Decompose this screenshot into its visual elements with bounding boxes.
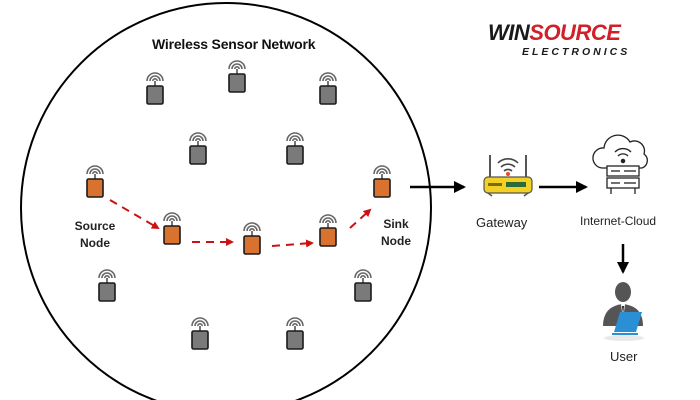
- wifi-signal-icon: [286, 317, 304, 331]
- sensor-node-n1: [146, 72, 164, 105]
- sensor-box: [228, 73, 246, 93]
- active-sensor-node-sink: [373, 165, 391, 198]
- source-node-label-line2: Node: [80, 236, 110, 250]
- gateway-label: Gateway: [476, 215, 528, 230]
- sensor-box: [163, 225, 181, 245]
- logo-source-text: SOURCE: [529, 20, 621, 45]
- user-label: User: [610, 349, 638, 364]
- wifi-signal-icon: [98, 269, 116, 283]
- sensor-node-n5: [286, 132, 304, 165]
- sensor-node-n4: [189, 132, 207, 165]
- sink-node-label-line1: Sink: [383, 217, 409, 231]
- gateway-icon: [483, 155, 533, 197]
- sensor-box: [286, 330, 304, 350]
- route-arrow-4: [349, 208, 372, 229]
- wifi-signal-icon: [228, 60, 246, 74]
- wifi-signal-icon: [243, 222, 261, 236]
- sensor-node-n2: [228, 60, 246, 93]
- wifi-signal-icon: [354, 269, 372, 283]
- source-node-label-line1: Source: [74, 219, 116, 233]
- sensor-box: [98, 282, 116, 302]
- sensor-box: [319, 85, 337, 105]
- sink-node-label-line2: Node: [381, 234, 411, 248]
- sensor-box: [86, 178, 104, 198]
- wifi-signal-icon: [163, 212, 181, 226]
- logo-subtitle: ELECTRONICS: [522, 46, 631, 58]
- active-sensor-node-hop3: [319, 214, 337, 247]
- route-arrow-1: [109, 199, 160, 230]
- wifi-signal-icon: [146, 72, 164, 86]
- sensor-box: [189, 145, 207, 165]
- sensor-box: [191, 330, 209, 350]
- wifi-signal-icon: [319, 214, 337, 228]
- sensor-box: [243, 235, 261, 255]
- internet-cloud-label: Internet-Cloud: [580, 214, 657, 228]
- wifi-signal-icon: [373, 165, 391, 179]
- winsource-logo: WINSOURCE: [488, 20, 621, 46]
- sensor-box: [286, 145, 304, 165]
- source-node-label: Source Node: [72, 218, 118, 252]
- sensor-box: [319, 227, 337, 247]
- active-sensor-node-source: [86, 165, 104, 198]
- diagram-title: Wireless Sensor Network: [152, 36, 316, 52]
- sensor-node-n3: [319, 72, 337, 105]
- sensor-node-n6: [98, 269, 116, 302]
- sensor-node-n7: [354, 269, 372, 302]
- user-icon: [603, 282, 644, 341]
- route-arrow-3: [271, 239, 314, 248]
- sensor-node-n9: [286, 317, 304, 350]
- sensor-node-n8: [191, 317, 209, 350]
- wifi-signal-icon: [189, 132, 207, 146]
- active-sensor-node-hop1: [163, 212, 181, 245]
- wifi-signal-icon: [86, 165, 104, 179]
- cloud-server-icon: [592, 134, 648, 194]
- network-boundary: [20, 2, 432, 400]
- sensor-box: [373, 178, 391, 198]
- wifi-signal-icon: [191, 317, 209, 331]
- active-sensor-node-hop2: [243, 222, 261, 255]
- logo-win-text: WIN: [488, 20, 530, 45]
- sensor-box: [146, 85, 164, 105]
- wifi-signal-icon: [286, 132, 304, 146]
- wifi-signal-icon: [319, 72, 337, 86]
- sink-node-label: Sink Node: [376, 216, 416, 250]
- sensor-box: [354, 282, 372, 302]
